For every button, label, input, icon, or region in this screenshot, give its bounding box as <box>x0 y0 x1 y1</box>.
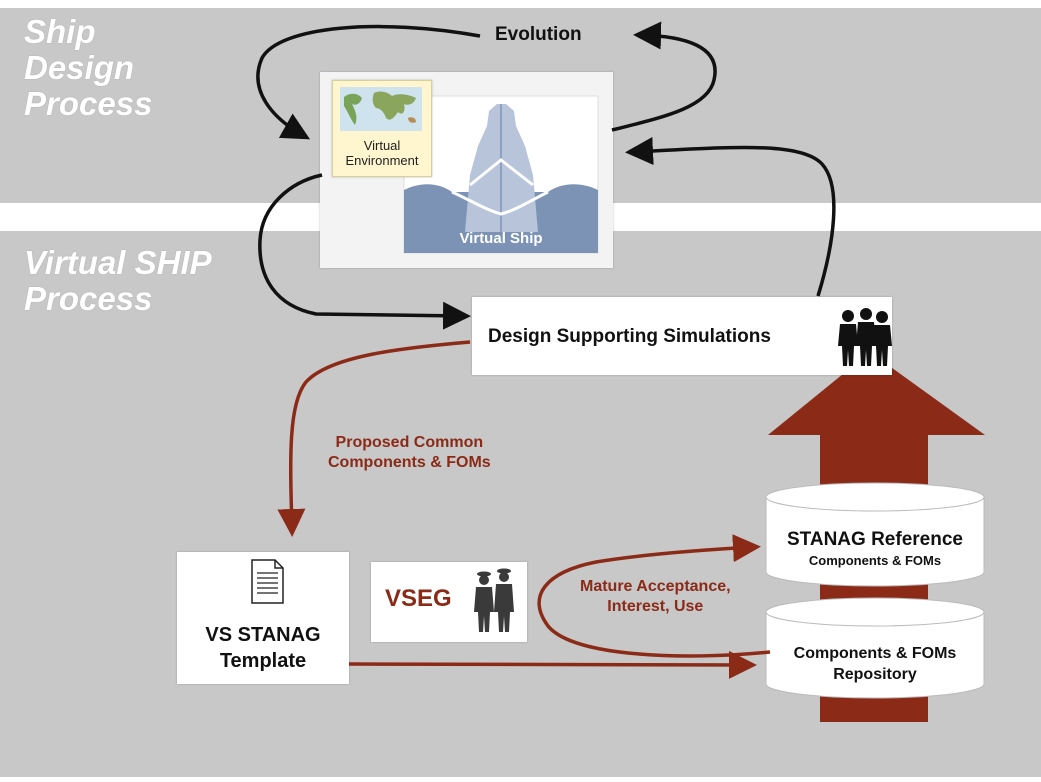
proposed-common-label: Proposed Common Components & FOMs <box>328 433 491 473</box>
stanag-reference-title: STANAG Reference <box>787 529 963 550</box>
virtual-ship-line-2: Process <box>24 280 153 317</box>
virtual-ship-label: Virtual Ship <box>459 230 543 247</box>
mature-acceptance-label: Mature Acceptance, Interest, Use <box>580 577 731 617</box>
ship-design-line-3: Process <box>24 85 153 122</box>
evolution-label: Evolution <box>495 24 582 45</box>
mature-acceptance-line-2: Interest, Use <box>607 598 704 615</box>
ship-design-process-title: Ship Design Process <box>24 14 152 122</box>
vs-stanag-line-2: Template <box>219 650 307 672</box>
repository-line-1: Components & FOMs <box>793 645 957 662</box>
mature-acceptance-line-1: Mature Acceptance, <box>580 578 731 595</box>
vseg-label: VSEG <box>385 585 452 612</box>
virtual-ship-process-title: Virtual SHIP Process <box>24 245 212 317</box>
stanag-reference-cylinder <box>765 482 985 587</box>
design-supporting-simulations-box <box>472 297 892 375</box>
component-flow-arrows <box>277 340 771 679</box>
virtual-ship-line-1: Virtual SHIP <box>24 244 212 281</box>
repository-cylinder <box>765 597 985 699</box>
virtual-environment-line-2: Environment <box>345 153 419 168</box>
proposed-common-line-2: Components & FOMs <box>328 454 491 471</box>
repository-label: Components & FOMs Repository <box>766 643 984 685</box>
vs-stanag-line-1: VS STANAG <box>205 624 321 646</box>
design-supporting-simulations-label: Design Supporting Simulations <box>488 326 771 347</box>
repository-line-2: Repository <box>833 666 917 683</box>
ship-design-line-1: Ship <box>24 13 96 50</box>
evolution-loop-arrows <box>256 21 836 330</box>
ship-design-line-2: Design <box>24 49 135 86</box>
proposed-common-line-1: Proposed Common <box>335 434 484 451</box>
vs-stanag-template-label: VS STANAG Template <box>177 622 349 674</box>
virtual-environment-line-1: Virtual <box>363 138 401 153</box>
virtual-environment-label: Virtual Environment <box>332 138 432 168</box>
stanag-reference-subtitle: Components & FOMs <box>808 553 942 568</box>
